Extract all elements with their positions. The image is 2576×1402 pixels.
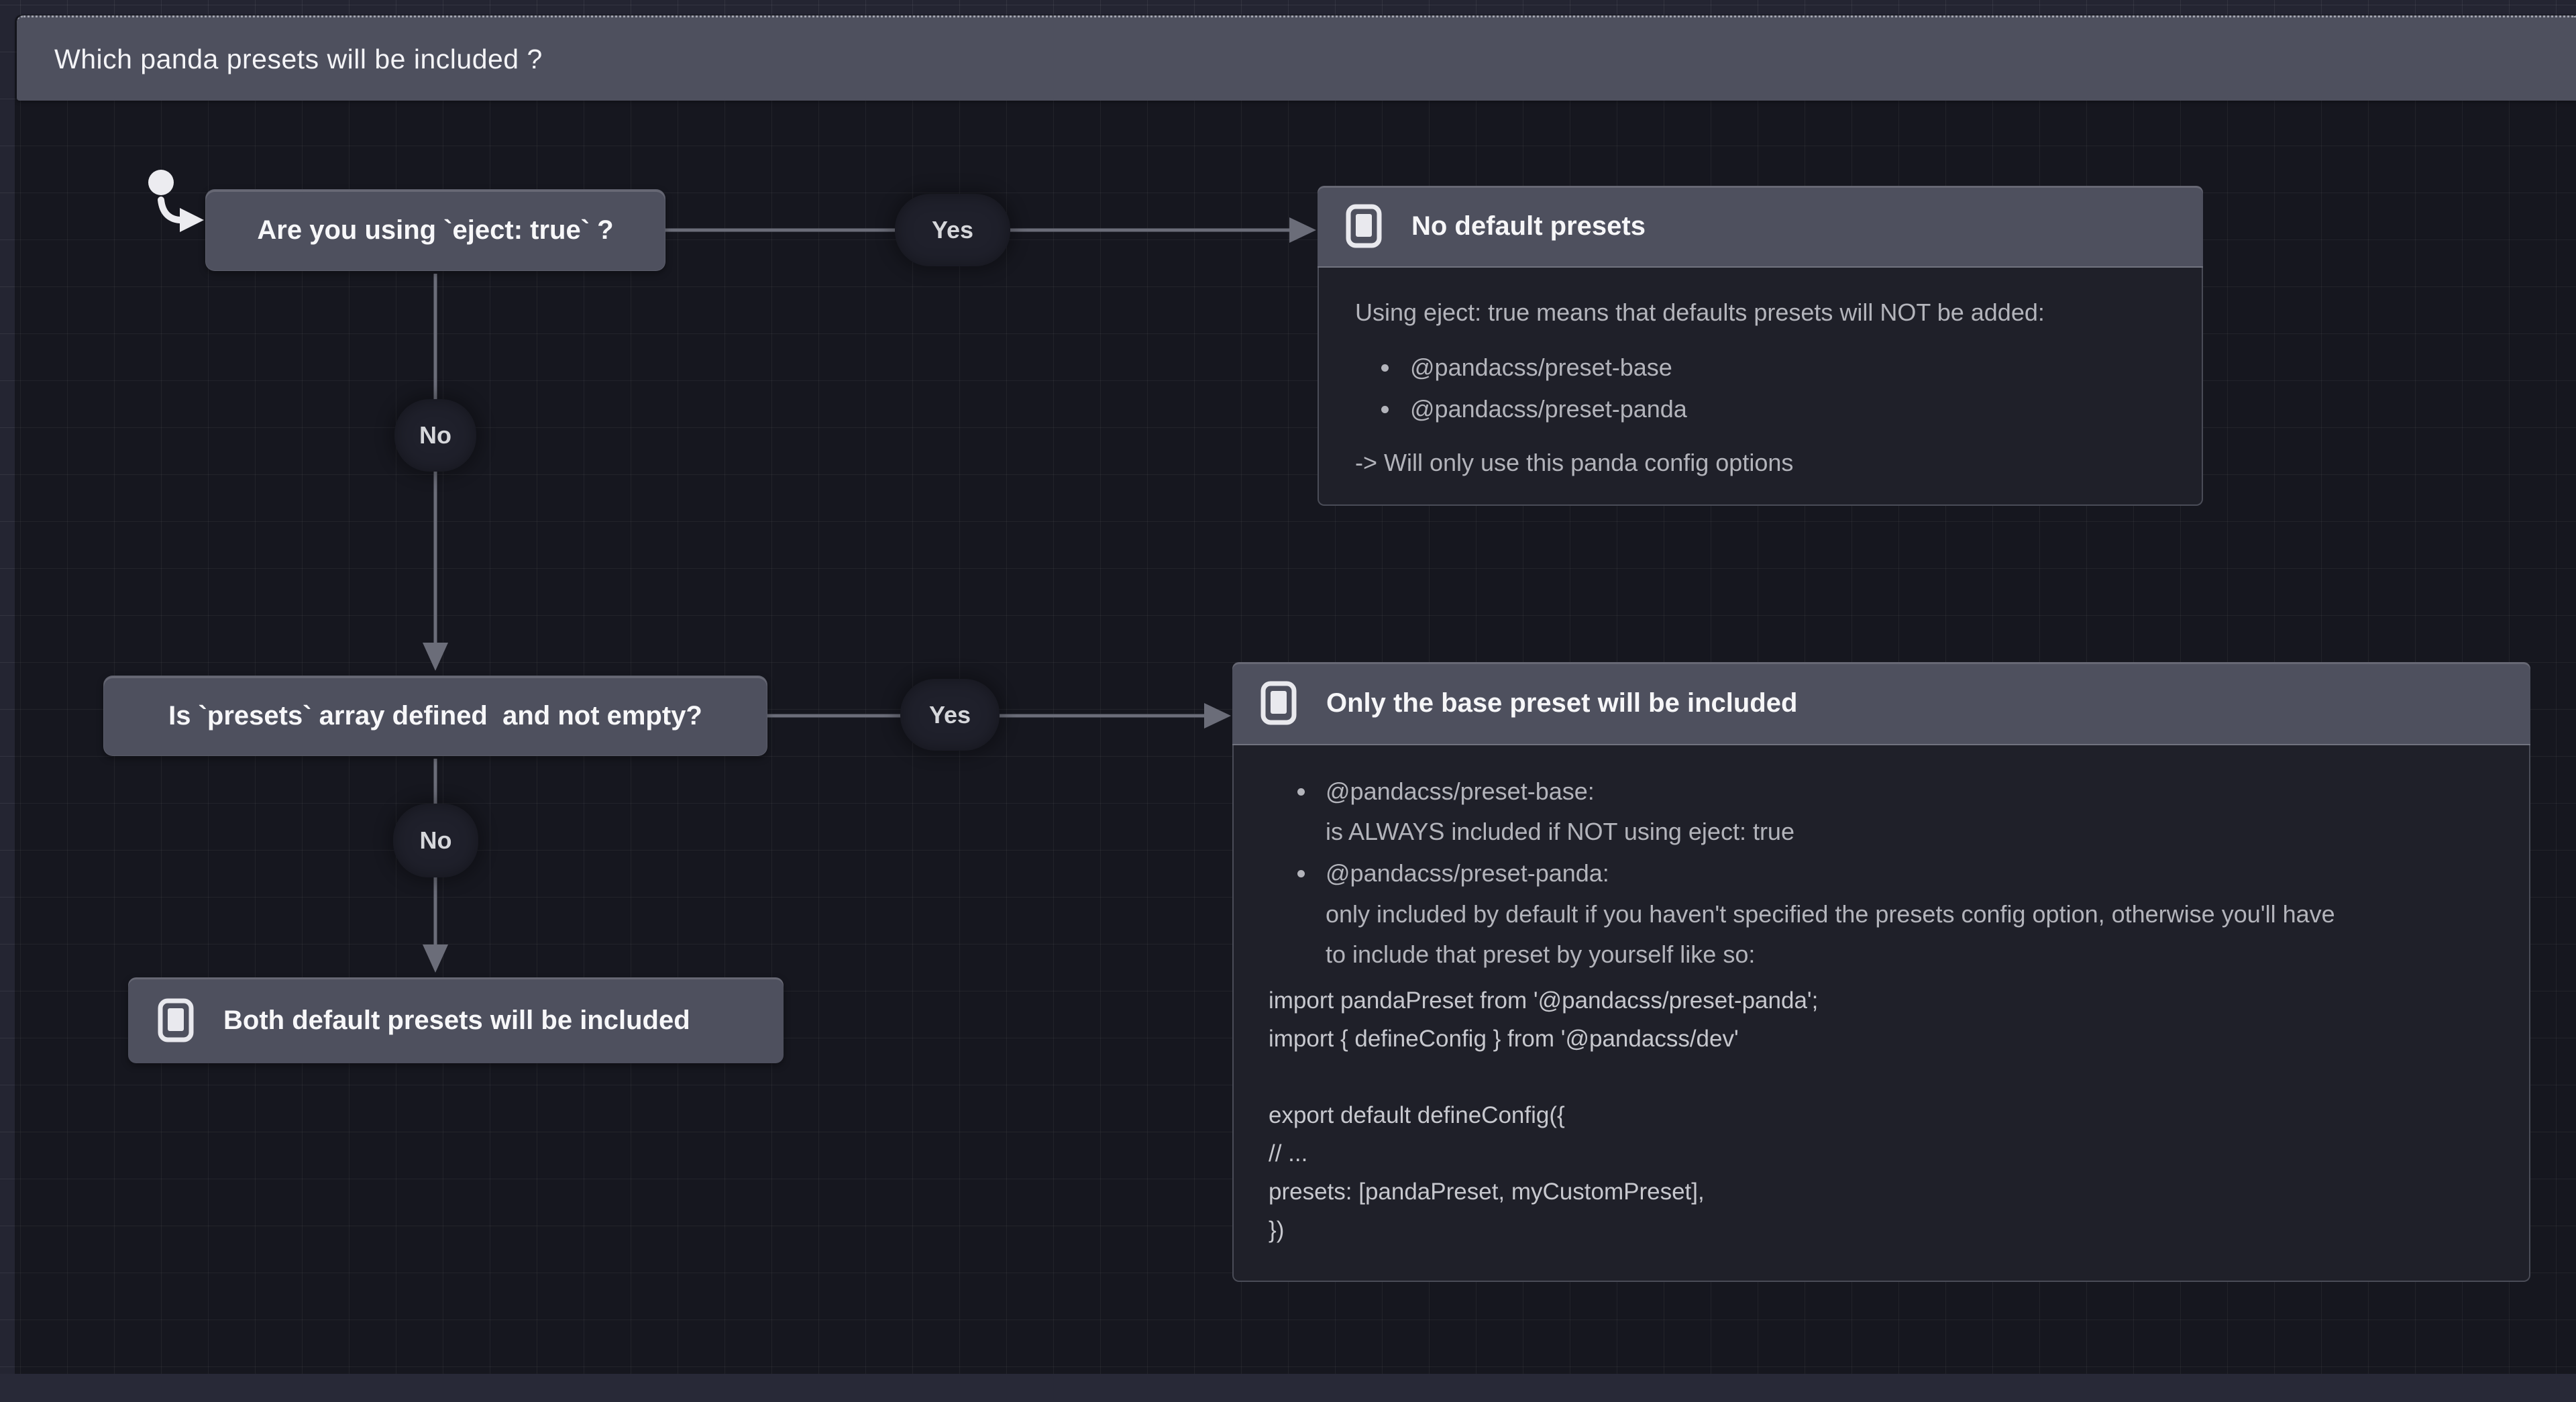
list-item: @pandacss/preset-base (1410, 354, 1672, 381)
code-block: import pandaPreset from '@pandacss/prese… (1269, 981, 2502, 1249)
code-line: export default defineConfig({ (1269, 1102, 1565, 1128)
list-item: @pandacss/preset-panda: (1326, 859, 1609, 887)
bullet-dot (1381, 364, 1389, 372)
card-title: Only the base preset will be included (1326, 688, 1798, 718)
card-base-preset-only[interactable]: @pandacss/preset-base: is ALWAYS include… (1232, 662, 2530, 1282)
canvas-bottom-strip (0, 1374, 2576, 1402)
card-title: No default presets (1411, 211, 1646, 241)
card-header: No default presets (1318, 186, 2203, 268)
node-label: Are you using `eject: true` ? (257, 215, 614, 245)
bullet-dot (1297, 788, 1305, 796)
list-item-line: to include that preset by yourself like … (1326, 940, 1756, 968)
node-both-presets-result[interactable]: Both default presets will be included (128, 977, 784, 1063)
list-item: @pandacss/preset-base: (1326, 777, 1595, 805)
box-icon (158, 998, 194, 1042)
box-icon (1346, 204, 1382, 248)
bullet-dot (1381, 406, 1389, 413)
code-line: presets: [pandaPreset, myCustomPreset], (1269, 1179, 1705, 1205)
box-icon (1260, 681, 1297, 725)
card-body: Using eject: true means that defaults pr… (1318, 268, 2203, 506)
card-outro: -> Will only use this panda config optio… (1355, 449, 1794, 476)
edge-label-text: No (419, 421, 451, 449)
code-line: import { defineConfig } from '@pandacss/… (1269, 1026, 1739, 1052)
card-body: @pandacss/preset-base: is ALWAYS include… (1232, 745, 2530, 1282)
edge-label-no-2[interactable]: No (393, 804, 478, 877)
card-no-default-presets[interactable]: Using eject: true means that defaults pr… (1318, 186, 2203, 506)
node-q1-eject-question[interactable]: Are you using `eject: true` ? (205, 189, 665, 271)
code-line: }) (1269, 1217, 1285, 1243)
bullet-dot (1297, 870, 1305, 877)
frame-title-bar[interactable]: Which panda presets will be included ? (17, 15, 2576, 101)
node-q2-presets-question[interactable]: Is `presets` array defined and not empty… (103, 676, 767, 756)
cursor-icon (148, 170, 204, 232)
node-label: Both default presets will be included (223, 1005, 690, 1035)
edge-label-yes-2[interactable]: Yes (900, 679, 1000, 751)
page-title: Which panda presets will be included ? (54, 43, 543, 74)
edge-label-text: No (419, 826, 452, 854)
list-item-line: only included by default if you haven't … (1326, 900, 2335, 928)
node-label: Is `presets` array defined and not empty… (168, 700, 702, 731)
card-intro: Using eject: true means that defaults pr… (1355, 299, 2045, 326)
list-item-line: is ALWAYS included if NOT using eject: t… (1326, 818, 1794, 845)
edge-label-no-1[interactable]: No (394, 399, 476, 472)
card-header: Only the base preset will be included (1232, 662, 2530, 745)
list-item: @pandacss/preset-panda (1410, 395, 1687, 423)
edge-label-yes-1[interactable]: Yes (895, 194, 1010, 266)
edge-label-text: Yes (931, 216, 974, 244)
code-line: import pandaPreset from '@pandacss/prese… (1269, 987, 1819, 1014)
edge-label-text: Yes (928, 700, 971, 729)
code-line (1269, 1058, 2502, 1096)
code-line: // ... (1269, 1140, 1308, 1167)
